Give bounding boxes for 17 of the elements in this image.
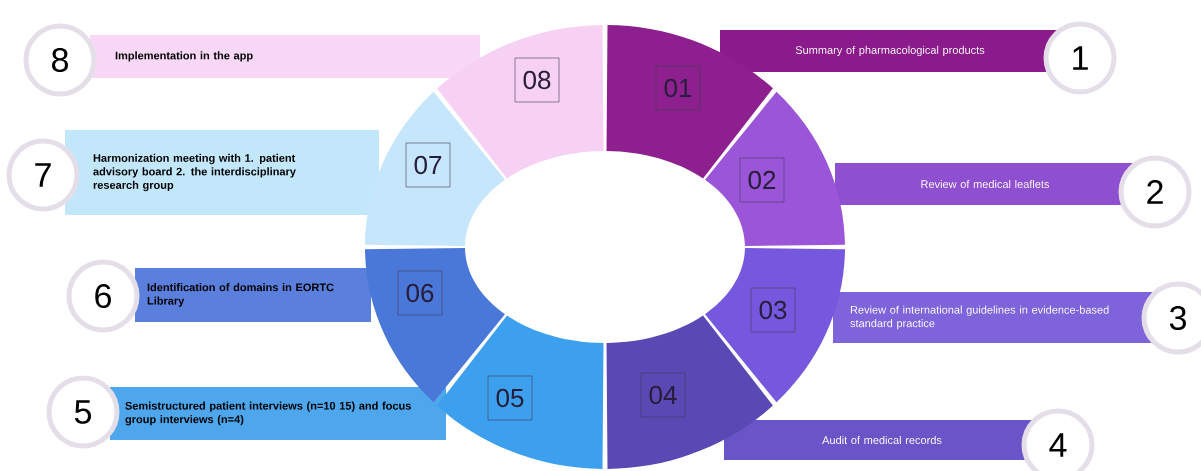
ring-segment: 03 xyxy=(705,248,845,403)
node-label: 2 xyxy=(1147,180,1163,204)
ring-segment: 05 xyxy=(437,315,604,469)
node-label: 5 xyxy=(74,400,92,424)
step-band: Harmonization meeting with 1. patient advisory board 2. the interdisciplinary research group xyxy=(65,130,379,215)
ring-segment: 02 xyxy=(705,91,845,246)
step-band: Implementation in the app xyxy=(90,35,480,78)
node-label: Harmonization meeting with 1. patient advisory board 2. the interdisciplinary research group xyxy=(93,153,296,192)
ring-segment: 07 xyxy=(365,91,505,246)
node-label: 3 xyxy=(1169,305,1186,331)
node-label: 4 xyxy=(1049,433,1067,457)
step-band: Audit of medical records xyxy=(724,420,1040,460)
step-band: Identification of domains in EORTC Library xyxy=(135,268,371,322)
step-band: Summary of pharmacological products xyxy=(720,30,1060,72)
step-band: Semistructured patient interviews (n=10 15) and focus group interviews (n=4) xyxy=(110,387,446,440)
step-band: Review of international guidelines in evidence-based standard practice xyxy=(833,292,1170,343)
step-band: Review of medical leaflets xyxy=(835,163,1135,205)
